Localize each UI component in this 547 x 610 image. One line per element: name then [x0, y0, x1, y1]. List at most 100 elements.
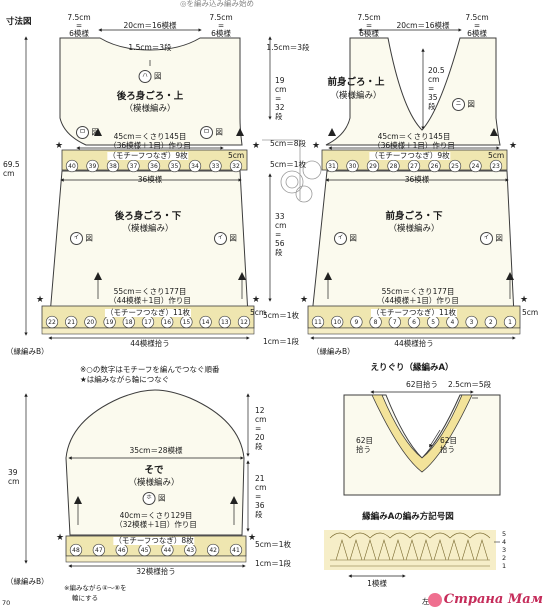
front-upper-motif-number: 25: [451, 163, 459, 170]
sleeve-motif-number: 46: [118, 547, 126, 554]
sleeve-motif-number: 43: [186, 547, 194, 554]
front-upper-motif-circle: [448, 159, 462, 173]
chart-row-4: 4: [502, 538, 507, 546]
front-lower-motif-label: （モチーフつなぎ）11枚: [370, 308, 458, 317]
neckline-top-pick: 62目拾う: [405, 380, 439, 389]
left-shoulder-pattern: 6模様: [69, 29, 89, 38]
front-upper-motif-circle: [407, 159, 421, 173]
total-height: 69.5 cm: [3, 160, 20, 178]
svg-text:★: ★: [248, 533, 256, 543]
motif-i-badge-front-left: イ: [334, 232, 347, 245]
front-upper-motif-number: 28: [390, 163, 398, 170]
watermark: Страна Мам: [427, 592, 543, 607]
stitch-chart: [324, 530, 500, 578]
note-join-ring: ★は編みながら輪につなぐ: [80, 375, 170, 384]
chart-row-1: 1: [502, 562, 507, 570]
front-body-outline: [311, 37, 515, 316]
front-lower-right-ref: イ 図: [480, 232, 503, 245]
back-upper-motif-circle: [106, 159, 120, 173]
front-right-shoulder-eq: =: [473, 21, 481, 30]
front-upper-motif-circle: [387, 159, 400, 173]
front-lower-motif-number: 5: [431, 319, 435, 326]
front-lower-motif-number: 3: [470, 319, 474, 326]
back-upper-motif-number: 37: [130, 163, 138, 170]
back-upper-motif-number: 35: [171, 163, 179, 170]
front-left-shoulder-eq: =: [365, 21, 373, 30]
yarn-ball-illustration: [262, 139, 322, 203]
front-lower-motif-circle: [331, 315, 344, 329]
cap-height-eq: =: [255, 424, 262, 433]
front-upper-motif-number: 23: [492, 163, 500, 170]
back-armhole-right-ref: ロ 図: [200, 126, 223, 139]
front-upper-panel: [325, 37, 501, 146]
front-lower-motif-number: 11: [314, 319, 322, 326]
front-lower-motif-circle: [503, 315, 517, 329]
back-upper-motif-number: 34: [191, 163, 199, 170]
sleeve-note-1: ※編みながら④～⑧を: [64, 584, 127, 592]
back-lower-motif-number: 13: [221, 319, 229, 326]
neck-depth-eq: =: [428, 84, 435, 93]
back-lower-motif-number: 21: [67, 319, 75, 326]
front-right-shoulder-cm: 7.5cm: [465, 13, 489, 22]
front-upper-motif-number: 27: [410, 163, 418, 170]
front-upper-motif-circle: [428, 159, 441, 173]
left-shoulder-eq: =: [75, 21, 83, 30]
lower-height-eq: =: [275, 230, 282, 239]
sleeve-motif-number: 45: [141, 547, 149, 554]
front-upper-width: 45cm＝くさり145目: [377, 132, 451, 141]
upper-height-rows: 32: [275, 103, 285, 112]
chart-row-2: 2: [502, 554, 507, 562]
right-shoulder-pattern: 6模様: [211, 29, 231, 38]
total-height-value: 69.5: [3, 160, 20, 169]
sleeve-title: そで: [144, 465, 164, 476]
body-height-cm: 21: [255, 474, 265, 483]
front-lower-motif-circle: [311, 315, 325, 329]
left-shoulder-cm: 7.5cm: [67, 13, 91, 22]
front-motif-side-cm: 5cm: [488, 151, 505, 160]
back-upper-motif-circle: [127, 159, 140, 173]
sleeve-outline: [65, 389, 247, 563]
motif-ho-badge: ホ: [142, 492, 156, 505]
motif-ho-suffix: 図: [157, 493, 166, 503]
motif-i-suffix-front-right: 図: [495, 233, 503, 243]
stitch-chart-rows: 5 4 3 2 1: [502, 530, 506, 570]
back-upper-motif-number: 39: [89, 163, 97, 170]
stitch-chart-title: 縁編みAの編み方記号図: [362, 512, 454, 522]
front-lower-motif-number: 7: [393, 319, 397, 326]
back-upper-motif-ref: ハ 図: [138, 70, 161, 83]
back-upper-motif-circle: [209, 159, 222, 173]
front-lower-motif-number: 10: [333, 319, 341, 326]
neckline-detail: [343, 390, 501, 496]
sleeve-motif-number: 41: [232, 547, 240, 554]
left-pick-count: 62目: [356, 436, 374, 445]
front-lower-motif-circle: [484, 315, 497, 329]
front-lower-motif-number: 8: [374, 319, 378, 326]
back-upper-motif-number: 40: [68, 163, 76, 170]
sleeve-band-note: 5cm＝1枚: [255, 540, 291, 549]
front-upper-motif-circle: [346, 159, 359, 173]
back-upper-motif-circle: [86, 159, 99, 173]
upper-height-eq: =: [275, 94, 282, 103]
front-upper-motif-number: 29: [369, 163, 377, 170]
upper-height-cm: 19: [275, 76, 285, 85]
sleeve-dimension-lines: [24, 393, 250, 568]
neck-edge-band: [371, 394, 473, 473]
neck-depth-row-unit: 段: [428, 102, 436, 111]
motif-i-badge-front-right: イ: [480, 232, 493, 245]
front-lower-top-width: 36模様: [404, 175, 430, 184]
upper-height-row-unit: 段: [275, 112, 283, 121]
upper-height: 19 cm = 32 段: [275, 76, 286, 121]
back-lower-motif-circle: [45, 315, 59, 329]
back-lower-motif-circle: [84, 315, 97, 329]
cap-height-row-unit: 段: [255, 442, 263, 451]
back-upper-cast-on: （36模様＋1目）作り目: [109, 141, 191, 150]
motif-i-badge-back-left: イ: [70, 232, 83, 245]
back-lower-motif-number: 17: [144, 319, 152, 326]
back-lower-motif-circle: [199, 315, 212, 329]
page-number: 70: [2, 599, 11, 607]
back-upper-motif-number: 38: [109, 163, 117, 170]
motif-ro-badge-left: ロ: [76, 126, 89, 139]
center-band-upper: 5cm＝8段: [270, 139, 306, 148]
back-lower-motif-number: 14: [202, 319, 210, 326]
